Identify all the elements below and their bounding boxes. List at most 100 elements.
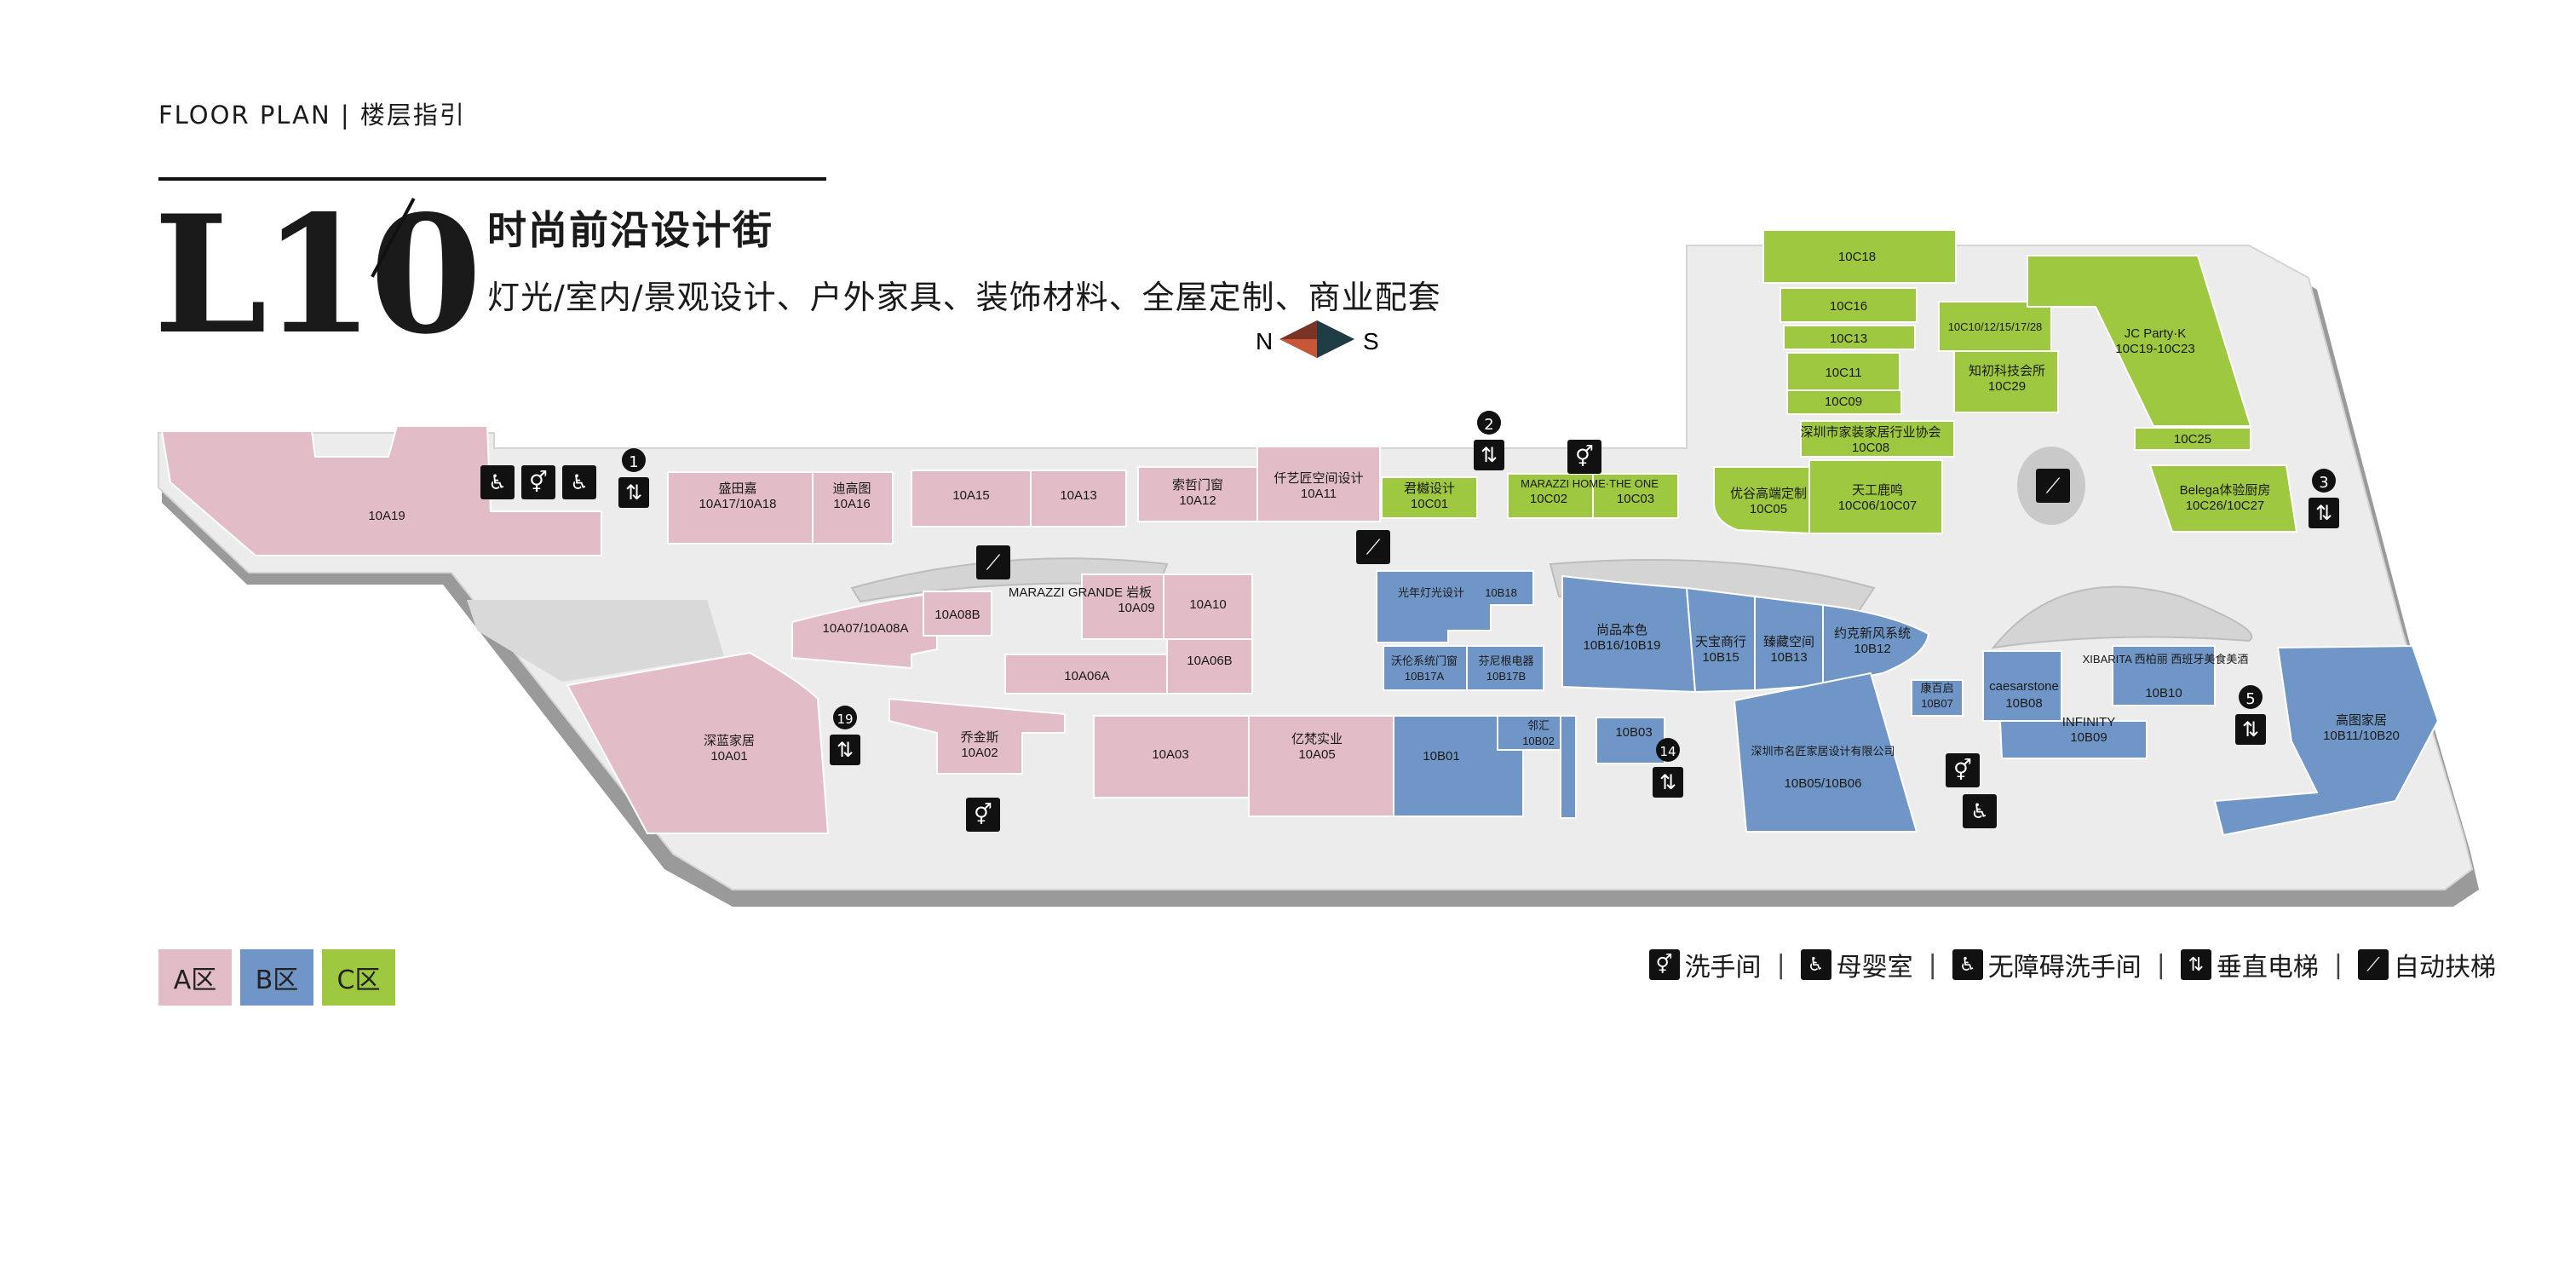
unit-10C11[interactable] <box>1786 352 1900 391</box>
unit-10B09[interactable] <box>1998 720 2148 759</box>
unit-10A15[interactable] <box>911 470 1032 527</box>
restroom-icon[interactable] <box>1946 753 1980 787</box>
elevator-19[interactable]: 19 ⇅ <box>830 706 860 765</box>
escalator-icon[interactable] <box>976 545 1010 579</box>
unit-10C29[interactable] <box>1953 350 2059 413</box>
unit-10A17-10A18[interactable] <box>667 471 814 545</box>
svg-text:2: 2 <box>1484 416 1493 434</box>
unit-10C06-10C07[interactable] <box>1808 459 1943 534</box>
elevator-14[interactable]: 14 ⇅ <box>1653 738 1683 798</box>
unit-10C26-10C27[interactable] <box>2148 464 2298 533</box>
svg-text:⇅: ⇅ <box>2242 718 2259 741</box>
legend-escalator: ⟋ 自动扶梯 <box>2358 946 2496 983</box>
unit-10B17A[interactable] <box>1383 645 1468 691</box>
unit-10A07-10A08A[interactable] <box>791 591 938 670</box>
unit-10C08[interactable] <box>1800 420 1955 458</box>
label-10A08B-code: 10A08B <box>934 608 980 622</box>
escalator-icon[interactable] <box>1356 530 1390 564</box>
unit-10B07[interactable] <box>1911 679 1964 717</box>
label-10C10-code: 10C10/12/15/17/28 <box>1948 320 2043 333</box>
restroom-icon[interactable] <box>966 798 1000 832</box>
label-10C19-name: JC Party·K <box>2125 326 2187 341</box>
label-10A16-code: 10A16 <box>833 497 870 511</box>
label-10B08-name: caesarstone <box>1989 679 2059 694</box>
svg-text:⚥: ⚥ <box>1575 445 1594 469</box>
unit-10B02-corridor <box>1560 715 1577 819</box>
nursery-icon[interactable] <box>480 465 515 499</box>
unit-10A03[interactable] <box>1093 715 1250 798</box>
unit-10C13[interactable] <box>1783 325 1916 350</box>
svg-text:⟋: ⟋ <box>986 550 1001 574</box>
unit-10A12[interactable] <box>1137 466 1258 522</box>
svg-text:14: 14 <box>1659 744 1676 759</box>
elevator-1[interactable]: 1 ⇅ <box>618 448 649 508</box>
label-10B09-name: INFINITY <box>2062 715 2116 729</box>
restroom-icon[interactable] <box>1567 440 1601 474</box>
unit-10B11-10B20[interactable] <box>2213 644 2440 837</box>
unit-10A06A[interactable] <box>1004 654 1168 695</box>
atrium-void <box>467 600 724 682</box>
label-10C26-code: 10C26/10C27 <box>2186 499 2265 513</box>
label-10B17A-code: 10B17A <box>1405 670 1445 683</box>
svg-text:⟋: ⟋ <box>1366 535 1381 559</box>
unit-10A16[interactable] <box>812 471 894 545</box>
unit-10A11[interactable] <box>1256 446 1381 522</box>
unit-10A10[interactable] <box>1163 573 1253 640</box>
unit-10A08B[interactable] <box>923 591 992 637</box>
unit-10B18[interactable] <box>1376 570 1534 643</box>
label-10A13-code: 10A13 <box>1060 488 1096 503</box>
escalator-icon[interactable] <box>2036 469 2070 503</box>
label-10C08-name: 深圳市家装家居行业协会 <box>1800 425 1941 440</box>
label-10B01-code: 10B01 <box>1423 749 1459 764</box>
svg-text:⇅: ⇅ <box>837 738 854 762</box>
unit-10A01[interactable] <box>566 651 830 834</box>
unit-10C19-10C23[interactable] <box>2027 255 2252 427</box>
unit-10B10[interactable] <box>2112 645 2216 706</box>
elevator-icon <box>2235 714 2266 745</box>
label-10B12-name: 约克新风系统 <box>1834 626 1911 641</box>
unit-10A05[interactable] <box>1248 715 1394 817</box>
unit-10C01[interactable] <box>1381 476 1478 519</box>
label-10C06-code: 10C06/10C07 <box>1838 499 1918 513</box>
label-10C06-name: 天工鹿鸣 <box>1852 483 1903 498</box>
label-10B02-name: 邻汇 <box>1527 719 1550 732</box>
label-10B02-code: 10B02 <box>1522 735 1555 747</box>
unit-10B01[interactable] <box>1393 715 1524 817</box>
accessible-restroom-icon[interactable] <box>562 465 596 499</box>
label-10B11-name: 高图家居 <box>2336 713 2387 728</box>
unit-10A06B[interactable] <box>1166 638 1253 695</box>
unit-10B08[interactable] <box>1982 650 2062 722</box>
elevator-5[interactable]: 5 ⇅ <box>2235 685 2266 745</box>
unit-10B05-10B06[interactable] <box>1733 671 1918 833</box>
label-10B16-name: 尚品本色 <box>1596 623 1647 637</box>
unit-10C25[interactable] <box>2134 427 2251 451</box>
unit-10C09[interactable] <box>1786 389 1902 415</box>
label-10A12-name: 索哲门窗 <box>1172 477 1223 493</box>
elevator-3[interactable]: 3 ⇅ <box>2309 469 2339 528</box>
legend-nursery: ♿ 母婴室 <box>1800 946 1913 983</box>
unit-10B17B[interactable] <box>1466 645 1544 691</box>
unit-10B12[interactable] <box>1822 603 1930 687</box>
restroom-icon[interactable] <box>521 465 555 499</box>
label-10B12-code: 10B12 <box>1854 642 1890 656</box>
unit-10C16[interactable] <box>1780 287 1918 323</box>
elevator-2[interactable]: 2 ⇅ <box>1474 411 1504 470</box>
unit-10C02[interactable] <box>1507 473 1594 519</box>
unit-10C05[interactable] <box>1713 466 1810 535</box>
unit-10A09[interactable] <box>1081 573 1164 640</box>
label-10A17-name: 盛田嘉 <box>718 481 756 496</box>
unit-10A02[interactable] <box>888 697 1066 775</box>
label-10C05-code: 10C05 <box>1750 502 1787 516</box>
label-10A01-name: 深蓝家居 <box>704 734 755 748</box>
unit-10B02[interactable] <box>1497 715 1563 751</box>
unit-10C03[interactable] <box>1592 473 1679 519</box>
label-10A07-code: 10A07/10A08A <box>823 621 909 636</box>
unit-10C18[interactable] <box>1762 229 1957 284</box>
legend-zone-a: A区 <box>158 949 232 1006</box>
svg-text:⇅: ⇅ <box>625 481 642 504</box>
unit-10A13[interactable] <box>1030 470 1127 527</box>
legend-restroom: ⚥ 洗手间 <box>1648 946 1762 983</box>
accessible-restroom-icon[interactable] <box>1963 794 1997 828</box>
label-10A15-code: 10A15 <box>952 488 989 503</box>
floor-plan-heading: FLOOR PLAN | 楼层指引 <box>158 101 466 130</box>
